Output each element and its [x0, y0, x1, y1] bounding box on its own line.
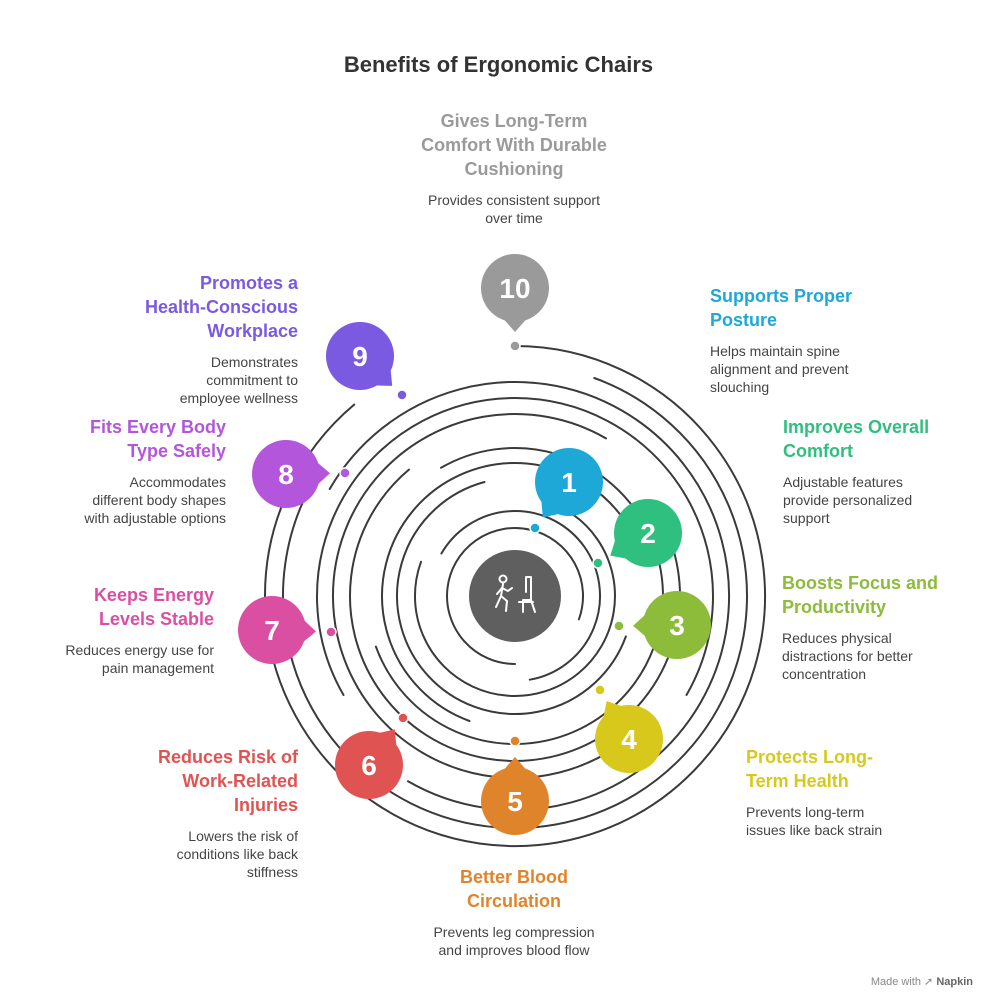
benefit-2-description: Adjustable features provide personalized…	[783, 474, 913, 526]
benefit-1-marker: 1	[529, 448, 603, 534]
benefit-5-badge	[481, 767, 549, 835]
benefit-6-description: Lowers the risk of conditions like back …	[176, 828, 298, 880]
benefit-7-badge	[238, 596, 306, 664]
benefit-1-badge	[535, 448, 603, 516]
benefit-10-title: Gives Long-Term Comfort With Durable Cus…	[421, 111, 607, 179]
benefit-2-title: Improves Overall Comfort	[783, 417, 930, 461]
benefit-3-title: Boosts Focus and Productivity	[782, 573, 939, 617]
benefit-10-description: Provides consistent support over time	[428, 192, 600, 226]
spiral-ring-4	[396, 481, 627, 715]
spiral-ring-1	[446, 527, 584, 665]
chair-icon	[518, 576, 536, 613]
napkin-logo-icon: ➚	[924, 976, 934, 988]
spiral-ring-3	[413, 513, 616, 697]
benefit-9-dot	[396, 389, 408, 401]
benefit-4-description: Prevents long-term issues like back stra…	[746, 804, 883, 838]
person-head-icon	[498, 574, 508, 584]
benefit-8-number: 8	[278, 459, 294, 490]
benefit-6-number: 6	[361, 750, 377, 781]
benefit-4-badge	[595, 705, 663, 773]
benefit-9-description: Demonstrates commitment to employee well…	[179, 354, 298, 406]
benefit-9-marker: 9	[326, 322, 408, 401]
person-ergonomic-chair-icon	[495, 574, 536, 613]
benefit-8-label: Fits Every Body Type Safely Accommodates…	[84, 415, 226, 527]
benefit-2-label: Improves Overall Comfort Adjustable feat…	[783, 415, 929, 527]
benefit-6-title: Reduces Risk of Work-Related Injuries	[157, 747, 298, 815]
benefit-5-number: 5	[507, 786, 523, 817]
benefit-5-description: Prevents leg compression and improves bl…	[433, 924, 595, 958]
benefit-4-marker: 4	[594, 684, 663, 773]
spiral-ring-9	[316, 397, 714, 696]
benefit-10-label: Gives Long-Term Comfort With Durable Cus…	[394, 109, 634, 227]
benefit-1-label: Supports Proper Posture Helps maintain s…	[710, 284, 852, 396]
footer-credit: Made with ➚ Napkin	[871, 975, 973, 988]
center-circle	[469, 550, 561, 642]
benefit-3-marker: 3	[613, 591, 711, 659]
benefit-1-dot	[529, 522, 541, 534]
benefit-7-number: 7	[264, 615, 280, 646]
benefit-3-label: Boosts Focus and Productivity Reduces ph…	[782, 571, 938, 683]
benefit-3-badge	[643, 591, 711, 659]
benefit-8-dot	[339, 467, 351, 479]
benefit-7-dot	[325, 626, 337, 638]
benefit-5-dot	[509, 735, 521, 747]
benefit-8-badge	[252, 440, 320, 508]
benefit-3-dot	[613, 620, 625, 632]
benefit-8-marker: 8	[252, 440, 351, 508]
benefit-10-badge	[481, 254, 549, 322]
benefit-10-dot	[509, 340, 521, 352]
benefit-8-description: Accommodates different body shapes with …	[84, 474, 226, 526]
benefit-5-label: Better Blood Circulation Prevents leg co…	[404, 865, 624, 959]
benefit-3-description: Reduces physical distractions for better…	[782, 630, 913, 682]
benefit-4-dot	[594, 684, 606, 696]
benefit-2-badge	[614, 499, 682, 567]
benefit-9-number: 9	[352, 341, 368, 372]
benefit-1-number: 1	[561, 467, 577, 498]
made-with-text: Made with	[870, 976, 921, 988]
benefit-7-description: Reduces energy use for pain management	[65, 642, 214, 676]
benefit-2-dot	[592, 557, 604, 569]
benefit-6-marker: 6	[335, 712, 409, 799]
benefit-4-label: Protects Long- Term Health Prevents long…	[746, 745, 882, 839]
benefit-2-marker: 2	[592, 499, 682, 569]
spiral-ring-8	[331, 413, 607, 779]
benefit-9-title: Promotes a Health-Conscious Workplace	[144, 273, 298, 341]
benefit-4-title: Protects Long- Term Health	[746, 747, 874, 791]
diagram-title: Benefits of Ergonomic Chairs	[343, 52, 654, 77]
benefit-10-number: 10	[499, 273, 530, 304]
benefit-8-title: Fits Every Body Type Safely	[89, 417, 226, 461]
benefit-6-badge	[335, 731, 403, 799]
benefit-9-badge	[326, 322, 394, 390]
benefit-7-label: Keeps Energy Levels Stable Reduces energ…	[65, 583, 214, 677]
benefit-2-number: 2	[640, 518, 656, 549]
napkin-brand: Napkin	[936, 976, 973, 988]
benefit-9-label: Promotes a Health-Conscious Workplace De…	[145, 271, 298, 407]
spiral-ring-10	[328, 381, 731, 811]
benefit-6-label: Reduces Risk of Work-Related Injuries Lo…	[158, 745, 298, 881]
benefit-6-dot	[397, 712, 409, 724]
benefit-5-marker: 5	[481, 735, 549, 835]
benefit-5-title: Better Blood Circulation	[460, 867, 568, 911]
benefit-1-description: Helps maintain spine alignment and preve…	[710, 343, 849, 395]
benefit-7-marker: 7	[238, 596, 337, 664]
person-body-icon	[495, 583, 513, 612]
spiral-ring-2	[440, 510, 601, 681]
benefit-4-number: 4	[621, 724, 637, 755]
benefit-3-number: 3	[669, 610, 685, 641]
benefit-10-marker: 10	[481, 254, 549, 352]
benefit-1-title: Supports Proper Posture	[710, 286, 853, 330]
benefit-7-title: Keeps Energy Levels Stable	[93, 585, 214, 629]
